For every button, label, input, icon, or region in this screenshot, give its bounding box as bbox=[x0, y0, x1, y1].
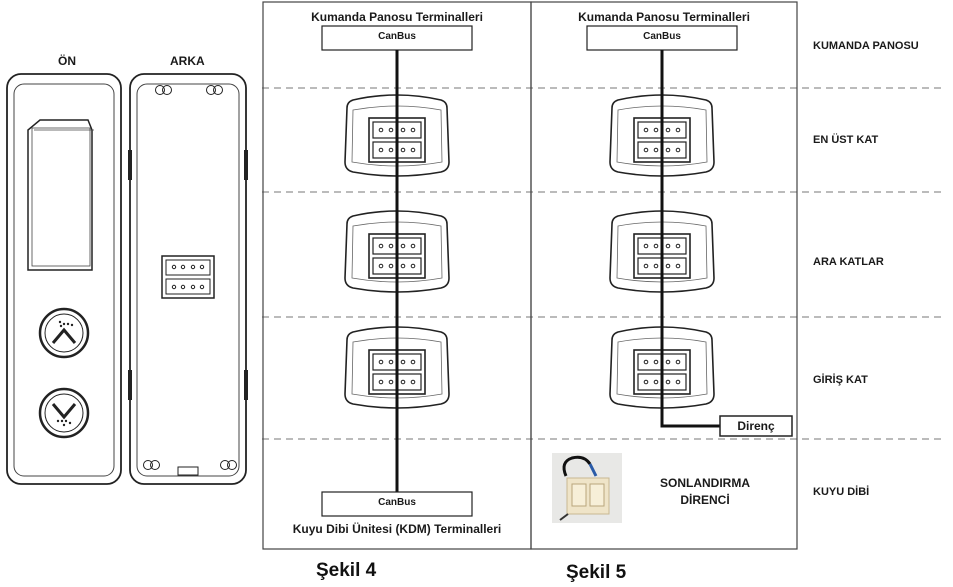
level-label-top-floor: EN ÜST KAT bbox=[813, 134, 879, 146]
figure4-bottom-canbus-box bbox=[321, 491, 473, 517]
figure4-top-canbus-box bbox=[321, 25, 473, 51]
figure4-bottom-terminals-title: Kuyu Dibi Ünitesi (KDM) Terminalleri bbox=[292, 522, 502, 536]
figure5-resistor-box bbox=[719, 415, 793, 437]
figure4-wiring bbox=[321, 25, 473, 517]
figure5-top-terminals-title: Kumanda Panosu Terminalleri bbox=[578, 10, 750, 24]
figure4-top-terminals-title: Kumanda Panosu Terminalleri bbox=[311, 10, 483, 24]
figure5-caption: Şekil 5 bbox=[566, 562, 627, 583]
figure5-resistor-label: Direnç bbox=[737, 419, 775, 433]
front-panel bbox=[6, 73, 122, 485]
level-label-entry-floor: GİRİŞ KAT bbox=[813, 374, 868, 386]
front-view-label: ÖN bbox=[58, 54, 76, 68]
figure5-wiring bbox=[586, 25, 793, 437]
figure4-bottom-canbus-label: CanBus bbox=[378, 497, 416, 508]
termination-resistor-photo bbox=[552, 453, 622, 523]
level-label-pit: KUYU DİBİ bbox=[813, 486, 870, 498]
back-view-label: ARKA bbox=[170, 54, 205, 68]
termination-resistor-label-line2: DİRENCİ bbox=[680, 493, 730, 507]
level-label-control-panel: KUMANDA PANOSU bbox=[813, 40, 919, 52]
figure4-caption: Şekil 4 bbox=[316, 560, 377, 581]
figure5-frame bbox=[530, 1, 798, 550]
level-label-middle-floors: ARA KATLAR bbox=[813, 256, 884, 268]
back-panel bbox=[128, 73, 248, 485]
level-separators bbox=[262, 87, 945, 440]
figure4-top-canbus-label: CanBus bbox=[378, 31, 416, 42]
termination-resistor-label-line1: SONLANDIRMA bbox=[660, 476, 750, 490]
figure5-top-canbus-label: CanBus bbox=[643, 31, 681, 42]
